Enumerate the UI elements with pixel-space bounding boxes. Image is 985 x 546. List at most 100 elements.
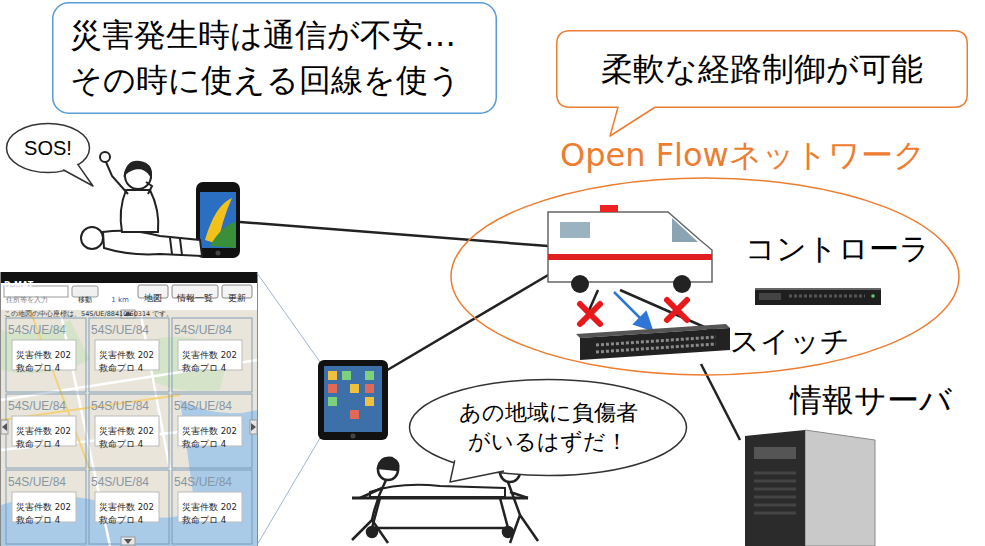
table-cell: 救命プロ 4 — [16, 439, 60, 449]
table-cell: 救命プロ 4 — [182, 439, 226, 449]
shape-part — [754, 473, 796, 513]
injured-people — [81, 152, 202, 256]
shape-part — [410, 380, 687, 476]
button-label: 情報一覧 — [177, 293, 213, 303]
map-watermark: 54S/UE/84 — [174, 475, 232, 489]
table-cell: 救命プロ 4 — [16, 515, 60, 525]
node-text: スイッチ — [730, 326, 850, 358]
label-anchor: 災害件数 202 — [16, 495, 71, 514]
table-cell: 災害件数 202 — [182, 426, 237, 436]
table-cell: 災害件数 202 — [16, 502, 71, 512]
label-anchor: 災害件数 202 — [182, 495, 237, 514]
label-anchor: 54S/UE/84 — [91, 471, 149, 490]
controller-node: コントローラ — [745, 232, 935, 308]
table-cell: 救命プロ 4 — [182, 363, 226, 373]
label-anchor: 災害件数 202 — [182, 419, 237, 438]
zoom-line — [257, 273, 320, 545]
scale-label: 1 km — [111, 296, 129, 304]
network-ellipse: Open Flowネットワークコントローラスイッチ — [450, 138, 960, 378]
map-watermark: 54S/UE/84 — [174, 399, 232, 413]
label-anchor: 災害件数 202 — [99, 419, 154, 438]
label-anchor: 救命プロ 4 — [99, 432, 143, 451]
label-anchor: 救命プロ 4 — [182, 356, 226, 375]
node-text: コントローラ — [745, 232, 930, 265]
coordinate-note: この地図の中心座標は、54S/UE/88410/60314 です。 — [4, 310, 173, 318]
map-watermark: 54S/UE/84 — [8, 475, 66, 489]
map-watermark: 54S/UE/84 — [91, 475, 149, 489]
shape-part — [63, 164, 93, 186]
label-anchor: 54S/UE/84 — [8, 319, 66, 338]
node-text: 柔軟な経路制御が可能 — [572, 50, 952, 88]
shape-part — [596, 337, 716, 352]
map-watermark: 54S/UE/84 — [8, 323, 66, 337]
shape-part — [450, 460, 504, 482]
label-anchor: 災害件数 202 — [99, 343, 154, 362]
server-node: 情報サーバ — [740, 383, 972, 546]
shape-part — [745, 430, 805, 546]
shape-part — [789, 295, 865, 298]
button-label: 更新 — [228, 293, 246, 303]
node-text: あの地域に負傷者 がいるはずだ！ — [442, 399, 654, 456]
label-anchor: 救命プロ 4 — [16, 356, 60, 375]
shape-part — [805, 430, 875, 546]
ambulance — [548, 205, 712, 293]
smartphone — [196, 182, 240, 258]
label-anchor: 災害件数 202 — [99, 495, 154, 514]
table-cell: 災害件数 202 — [182, 502, 237, 512]
label-anchor: 1 km — [104, 287, 136, 306]
table-cell: 災害件数 202 — [99, 426, 154, 436]
shape-part — [580, 328, 730, 360]
table-cell: 救命プロ 4 — [99, 439, 143, 449]
label-anchor: 54S/UE/84 — [174, 319, 232, 338]
label-anchor: 災害件数 202 — [16, 343, 71, 362]
table-cell: 災害件数 202 — [99, 502, 154, 512]
label-anchor: 救命プロ 4 — [182, 432, 226, 451]
label-anchor: 救命プロ 4 — [182, 508, 226, 527]
route-arrow — [614, 292, 650, 328]
label-anchor: 住所等を入力 — [6, 287, 48, 306]
callout-bubble: 柔軟な経路制御が可能 — [556, 30, 968, 108]
shape-part — [871, 294, 875, 298]
shape-part — [754, 447, 796, 459]
speech-bubble-shape — [408, 378, 688, 477]
blocked-mark — [580, 300, 687, 324]
input-placeholder: 住所等を入力 — [6, 296, 48, 304]
table-cell: 災害件数 202 — [182, 350, 237, 360]
label-anchor: 情報一覧 — [172, 286, 218, 305]
label-anchor: 54S/UE/84 — [91, 395, 149, 414]
label-anchor: 54S/UE/84 — [174, 395, 232, 414]
speech-bubble: 災害発生時は通信が不安… その時に使える回線を使う — [52, 2, 497, 114]
label-anchor: 災害件数 202 — [182, 343, 237, 362]
button-label: 移動 — [78, 296, 92, 304]
map-screenshot — [1, 272, 258, 546]
table-cell: 救命プロ 4 — [16, 363, 60, 373]
label-anchor: 救命プロ 4 — [99, 508, 143, 527]
shape-part — [557, 31, 968, 136]
label-anchor: 54S/UE/84 — [174, 471, 232, 490]
map-watermark: 54S/UE/84 — [91, 399, 149, 413]
label-anchor: 54S/UE/84 — [8, 395, 66, 414]
label-anchor: D-MAT — [4, 273, 33, 292]
table-cell: 災害件数 202 — [16, 426, 71, 436]
app-title: D-MAT — [4, 281, 33, 290]
shape-part — [53, 3, 497, 114]
node-text: SOS! — [15, 136, 81, 160]
table-cell: 救命プロ 4 — [182, 515, 226, 525]
shape-part — [759, 293, 781, 300]
label-anchor: この地図の中心座標は、54S/UE/88410/60314 です。 — [4, 301, 173, 320]
node-text: 災害発生時は通信が不安… その時に使える回線を使う — [70, 13, 479, 103]
label-anchor: 54S/UE/84 — [8, 471, 66, 490]
switch-node: スイッチ — [576, 320, 854, 364]
label-anchor: 更新 — [222, 286, 252, 305]
table-cell: 災害件数 202 — [16, 350, 71, 360]
table-cell: 救命プロ 4 — [99, 363, 143, 373]
speech-bubble: あの地域に負傷者 がいるはずだ！ — [408, 378, 688, 477]
node-text: Open Flowネットワーク — [560, 138, 926, 173]
label-anchor: 救命プロ 4 — [16, 508, 60, 527]
shape-part — [755, 288, 881, 305]
label-anchor: 地図 — [138, 286, 168, 305]
shape-part — [755, 288, 881, 290]
speech-bubble: SOS! — [5, 122, 91, 174]
label-anchor: 54S/UE/84 — [91, 319, 149, 338]
